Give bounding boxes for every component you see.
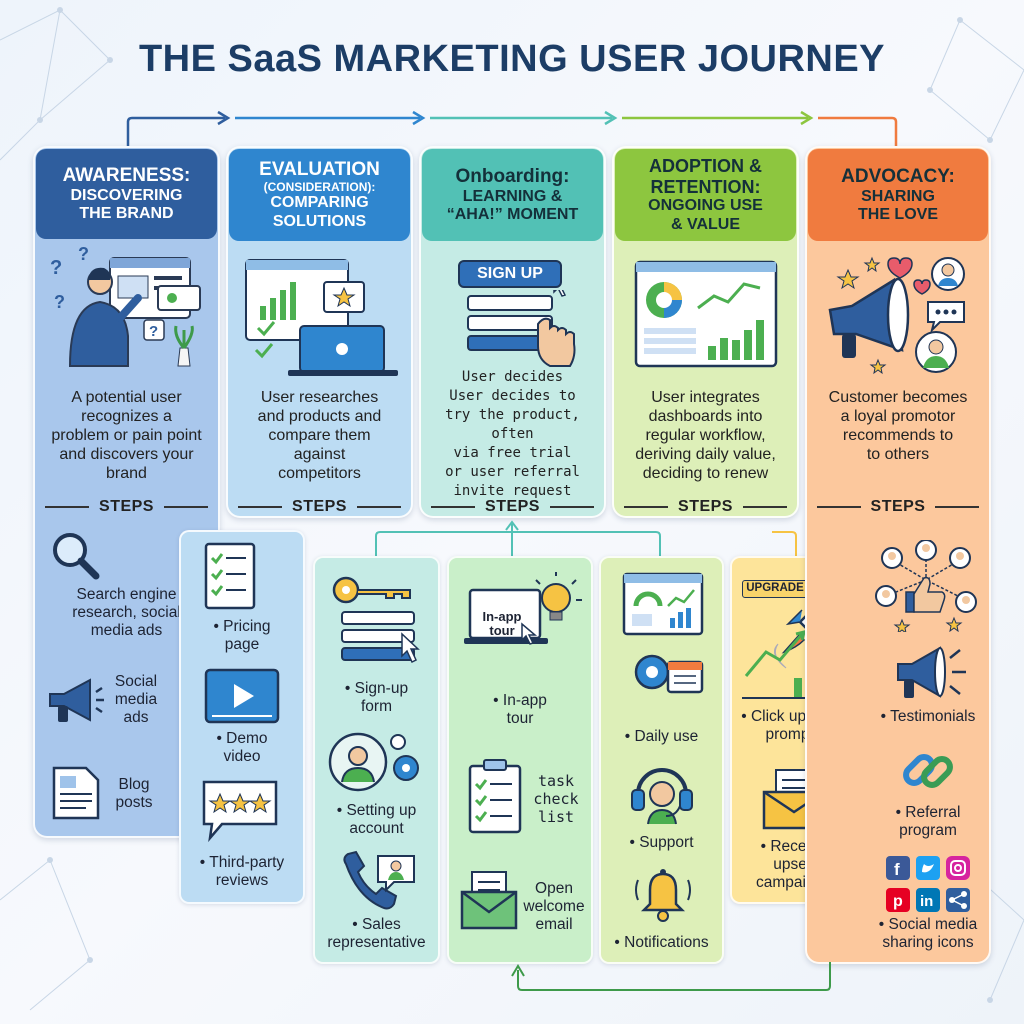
- step-pricing-page: • Pricing page: [213, 618, 271, 653]
- stage-onboarding-description: User decides User decides to try the pro…: [445, 369, 580, 499]
- step-setting-up-account: • Setting up account: [336, 802, 417, 837]
- stage-advocacy-description: Customer becomes a loyal promotor recomm…: [828, 389, 968, 463]
- bottom-return-arrow: [511, 962, 831, 991]
- laptop-screen-text: In-app tour: [482, 609, 522, 638]
- analytics-dashboard-illustration: [634, 260, 778, 368]
- laptop-lightbulb-icon: [464, 572, 582, 645]
- stage-onboarding-steps-label: STEPS: [422, 498, 603, 516]
- user-gear-icon: [328, 732, 419, 792]
- page-title: THE SaaS MARKETING USER JOURNEY: [138, 38, 886, 80]
- social-icons: f p in: [886, 856, 970, 912]
- svg-text:?: ?: [78, 246, 89, 264]
- chain-link-icon: [903, 754, 953, 788]
- step-demo-video: • Demo video: [216, 730, 268, 765]
- step-third-party-reviews: • Third-party reviews: [199, 854, 285, 889]
- star-review-icon: [202, 780, 278, 843]
- step-task-checklist: task check list: [533, 772, 579, 826]
- top-flow-arrows: [126, 110, 898, 148]
- document-icon: [52, 766, 100, 820]
- stage-advocacy-steps-label: STEPS: [808, 498, 988, 516]
- comparison-laptop-illustration: [245, 259, 398, 376]
- clipboard-icon: [468, 759, 522, 834]
- signup-button[interactable]: SIGN UP: [458, 260, 562, 288]
- stage-onboarding-header: Onboarding: LEARNING & “AHA!” MOMENT: [422, 149, 603, 241]
- stage-awareness-header: AWARENESS: DISCOVERING THE BRAND: [36, 149, 217, 239]
- stage-evaluation-description: User researches and products and compare…: [257, 389, 382, 482]
- step-open-welcome-email: Open welcome email: [523, 880, 585, 933]
- step-sign-up-form: • Sign-up form: [344, 680, 409, 715]
- checklist-icon: [204, 542, 256, 610]
- step-daily-use: • Daily use: [624, 728, 699, 745]
- stage-evaluation-header: EVALUATION (CONSIDERATION): COMPARING SO…: [229, 149, 410, 241]
- stage-advocacy-header: ADVOCACY: SHARING THE LOVE: [808, 149, 988, 241]
- onboarding-connectors: [375, 520, 661, 558]
- svg-text:?: ?: [50, 257, 62, 279]
- stage-awareness-steps-label: STEPS: [36, 498, 217, 516]
- stage-adoption-header: ADOPTION & RETENTION: ONGOING USE & VALU…: [615, 149, 796, 241]
- step-support: • Support: [629, 834, 694, 851]
- stage-adoption-steps-label: STEPS: [615, 498, 796, 516]
- adoption-connector: [772, 531, 797, 558]
- svg-text:p: p: [893, 893, 903, 910]
- bell-icon: [635, 869, 691, 922]
- svg-text:?: ?: [54, 292, 65, 312]
- step-search-engine: Search engine research, social media ads: [72, 586, 181, 639]
- step-testimonials: • Testimonials: [880, 708, 976, 725]
- step-referral-program: • Referral program: [895, 804, 961, 839]
- person-browsing-illustration: ? ? ? ?: [50, 246, 201, 367]
- envelope-icon: [460, 871, 518, 930]
- svg-text:f: f: [894, 860, 900, 879]
- megaphone-icon: [49, 678, 104, 722]
- svg-text:in: in: [920, 893, 933, 910]
- step-social-media-ads: Social media ads: [114, 673, 158, 726]
- stage-evaluation-steps-label: STEPS: [229, 498, 410, 516]
- phone-icon: [343, 850, 415, 910]
- step-social-media-sharing: • Social media sharing icons: [878, 916, 978, 951]
- testimonials-megaphone-icon: [897, 646, 966, 698]
- step-in-app-tour: • In-app tour: [493, 692, 547, 727]
- magnifier-icon: [53, 533, 100, 580]
- key-icon: [332, 576, 420, 664]
- dashboard-icon: [622, 572, 704, 694]
- megaphone-love-illustration: [828, 256, 965, 375]
- video-player-icon: [204, 668, 280, 724]
- step-notifications: • Notifications: [614, 934, 709, 951]
- step-blog-posts: Blog posts: [115, 776, 153, 811]
- svg-text:?: ?: [149, 323, 158, 340]
- signup-form-illustration: [467, 290, 576, 367]
- network-thumbs-up-icon: [875, 540, 977, 632]
- step-sales-representative: • Sales representative: [327, 916, 426, 951]
- stage-awareness-description: A potential user recognizes a problem or…: [51, 389, 202, 482]
- headset-icon: [631, 768, 693, 825]
- stage-adoption-description: User integrates dashboards into regular …: [635, 389, 776, 482]
